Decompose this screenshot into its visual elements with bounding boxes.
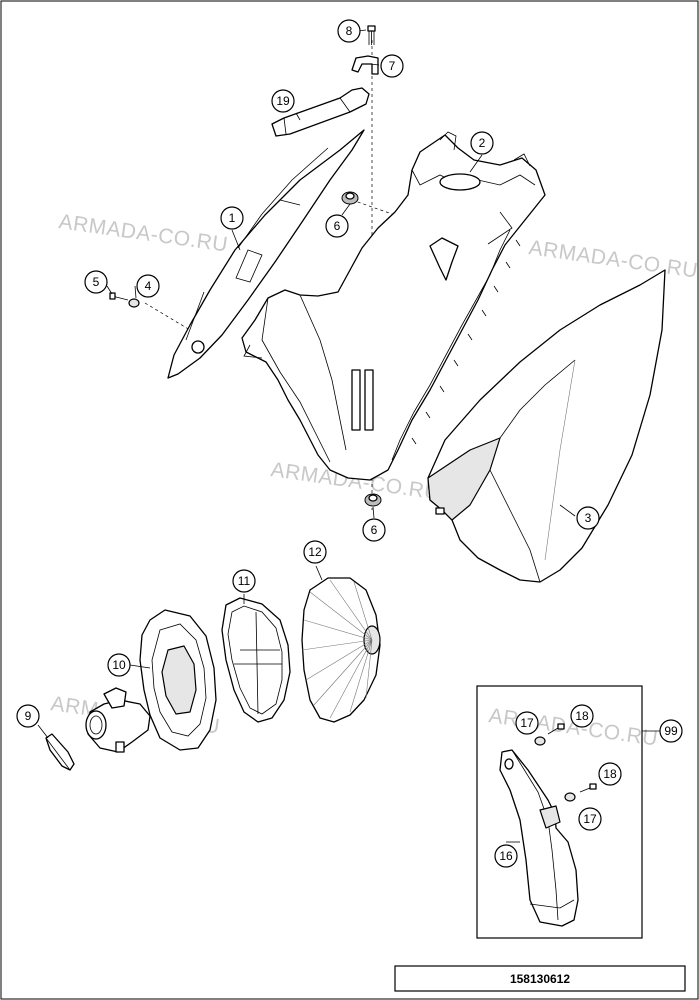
grommet-part-6-top xyxy=(341,191,359,205)
callout-6-bottom: 6 xyxy=(362,518,386,542)
side-cover-part-3 xyxy=(427,269,666,583)
callout-2: 2 xyxy=(470,131,494,155)
callout-18-upper: 18 xyxy=(570,704,594,728)
callout-17-lower-label: 17 xyxy=(583,812,597,826)
callout-19-label: 19 xyxy=(276,94,290,108)
callout-6-bottom-label: 6 xyxy=(371,523,378,537)
airbox-part-2 xyxy=(241,131,546,481)
clamp-part-9 xyxy=(45,733,75,771)
callout-17-lower: 17 xyxy=(578,807,602,831)
watermark-2: ARMADA-CO.RU xyxy=(527,236,699,283)
callout-11: 11 xyxy=(232,569,256,593)
callout-6-top-label: 6 xyxy=(334,219,341,233)
callout-12: 12 xyxy=(303,540,327,564)
assembly-axis-left xyxy=(144,302,191,331)
screw-part-18-lower xyxy=(579,783,597,793)
callout-1-label: 1 xyxy=(229,211,236,225)
screw-part-5 xyxy=(109,292,129,301)
callout-17-upper-label: 17 xyxy=(520,716,534,730)
callout-7-label: 7 xyxy=(389,59,396,73)
side-cover-part-1 xyxy=(167,129,365,379)
bolt-part-8 xyxy=(367,25,376,45)
callout-12-label: 12 xyxy=(308,545,322,559)
callout-4-label: 4 xyxy=(145,279,152,293)
cover-part-16 xyxy=(499,749,579,927)
leader-lines xyxy=(37,29,576,843)
callout-3: 3 xyxy=(576,506,600,530)
nut-part-17-lower xyxy=(564,792,576,802)
clip-part-7 xyxy=(351,55,379,75)
callout-9: 9 xyxy=(16,704,40,728)
callout-99-label: 99 xyxy=(664,724,678,738)
callout-6-top: 6 xyxy=(325,214,349,238)
callout-1: 1 xyxy=(220,206,244,230)
callout-17-upper: 17 xyxy=(515,711,539,735)
strap-part-19 xyxy=(271,87,370,137)
callout-18-lower-label: 18 xyxy=(603,767,617,781)
callout-11-label: 11 xyxy=(238,574,251,588)
filter-cage-part-11 xyxy=(221,597,291,723)
callout-2-label: 2 xyxy=(479,136,486,150)
callout-16-label: 16 xyxy=(499,849,513,863)
callout-9-label: 9 xyxy=(25,709,32,723)
callout-10: 10 xyxy=(107,653,131,677)
callout-8: 8 xyxy=(337,19,361,43)
washer-part-4 xyxy=(128,298,140,308)
callout-19: 19 xyxy=(271,89,295,113)
callout-18-lower: 18 xyxy=(598,762,622,786)
diagram-code-box: 158130612 xyxy=(394,965,686,992)
callout-16: 16 xyxy=(494,844,518,868)
intake-flange-part-10 xyxy=(85,609,217,753)
callout-10-label: 10 xyxy=(112,658,126,672)
air-filter-part-12 xyxy=(301,577,381,723)
callout-7: 7 xyxy=(380,54,404,78)
grommet-part-6-bottom xyxy=(364,493,382,507)
callout-5: 5 xyxy=(84,270,108,294)
nut-part-17-upper xyxy=(534,736,546,746)
assembly-axis-right xyxy=(351,199,396,216)
callout-3-label: 3 xyxy=(585,511,592,525)
callout-8-label: 8 xyxy=(346,24,353,38)
diagram-code: 158130612 xyxy=(510,972,570,986)
callout-5-label: 5 xyxy=(93,275,100,289)
callout-4: 4 xyxy=(136,274,160,298)
watermark-1: ARMADA-CO.RU xyxy=(57,210,229,257)
callout-18-upper-label: 18 xyxy=(575,709,589,723)
callout-99: 99 xyxy=(659,719,683,743)
screw-part-18-upper xyxy=(547,723,565,735)
kit-box-part-99 xyxy=(476,685,643,939)
